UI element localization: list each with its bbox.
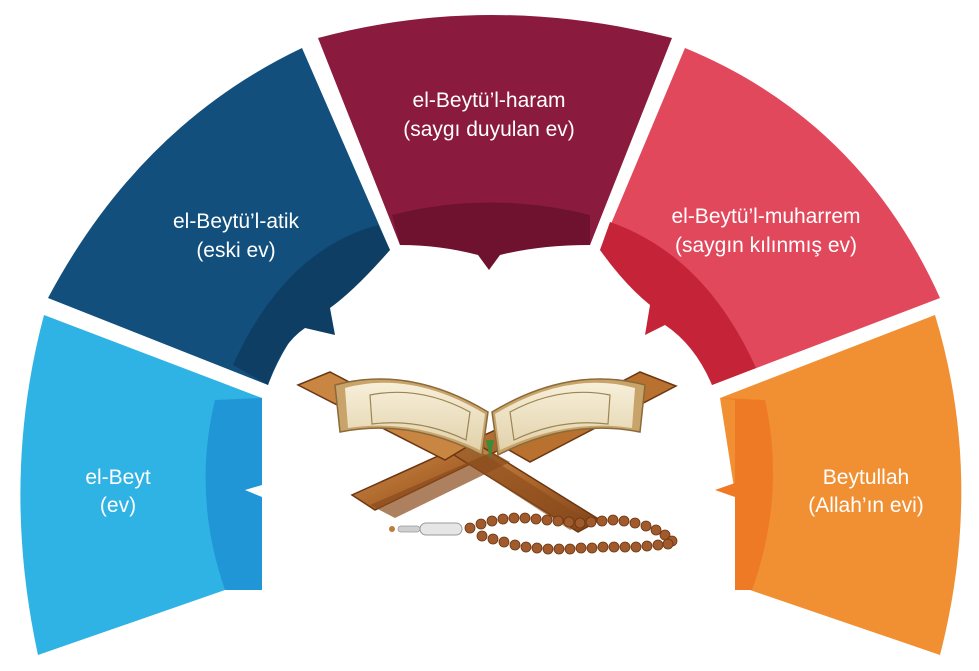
segment-beytullah-outer [720, 315, 962, 655]
segment-el-beytul-muharrem: el-Beytü’l-muharrem (saygın kılınmış ev) [600, 48, 940, 385]
segment-el-beytul-muharrem-title: el-Beytü’l-muharrem [671, 205, 860, 228]
segment-el-beyt-outer [20, 315, 262, 655]
segment-el-beyt-title: el-Beyt [85, 466, 151, 489]
segment-el-beytul-haram: el-Beytü’l-haram (saygı duyulan ev) [318, 15, 672, 270]
segment-el-beytul-haram-subtitle: (saygı duyulan ev) [403, 118, 575, 141]
segment-el-beytul-haram-title: el-Beytü’l-haram [413, 89, 566, 112]
segment-beytullah-title: Beytullah [823, 466, 909, 489]
segment-el-beytul-atik-inner-band [233, 225, 390, 385]
segment-el-beytul-haram-inner-band [392, 202, 590, 270]
segment-beytullah-subtitle: (Allah’ın evi) [808, 494, 924, 517]
segment-el-beytul-atik-subtitle: (eski ev) [196, 239, 275, 262]
segment-el-beyt: el-Beyt (ev) [20, 315, 262, 655]
segment-el-beyt-inner-band [205, 398, 262, 590]
segment-el-beyt-subtitle: (ev) [100, 494, 136, 517]
segment-el-beytul-muharrem-subtitle: (saygın kılınmış ev) [675, 234, 857, 257]
quran-on-rahle-with-prayer-beads-icon [296, 371, 678, 555]
segment-el-beytul-muharrem-inner-band [600, 222, 756, 385]
segment-el-beytul-atik-title: el-Beytü’l-atik [173, 210, 300, 233]
segment-beytullah: Beytullah (Allah’ın evi) [715, 315, 962, 655]
segment-el-beytul-haram-outer [318, 15, 672, 245]
segment-beytullah-inner-band [715, 398, 774, 590]
segment-el-beytul-atik: el-Beytü’l-atik (eski ev) [48, 48, 390, 385]
